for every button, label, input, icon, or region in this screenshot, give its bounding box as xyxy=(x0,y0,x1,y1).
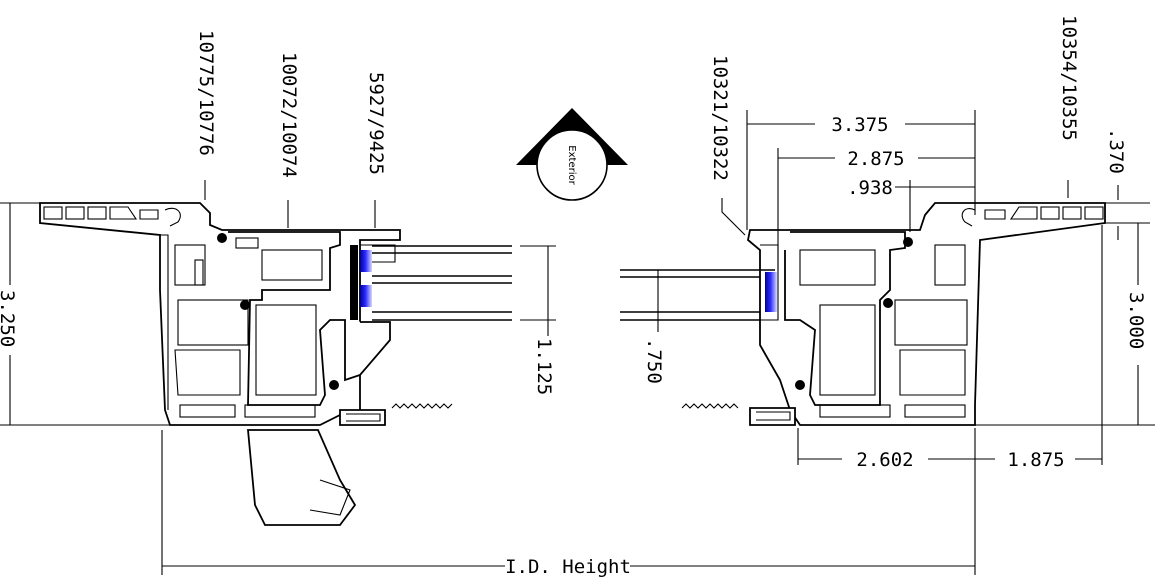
exterior-indicator: Exterior xyxy=(516,108,628,201)
part-number-right-sash: 10321/10322 xyxy=(709,55,731,181)
part-number-right-outer: 10354/10355 xyxy=(1058,15,1080,141)
dim-top-3375: 3.375 xyxy=(831,114,888,136)
dim-top-2875: 2.875 xyxy=(847,148,904,170)
dim-top-0370: .370 xyxy=(1105,128,1127,174)
dim-right-glass: .750 xyxy=(643,338,665,384)
dimension-lines: 3.250 1.125 .750 3.375 2.875 .938 .370 xyxy=(0,110,1155,578)
dim-right-height: 3.000 xyxy=(1125,292,1147,349)
exterior-label: Exterior xyxy=(566,145,577,185)
dim-bottom-1875: 1.875 xyxy=(1007,449,1064,471)
exterior-circle xyxy=(536,129,608,201)
dim-left-height: 3.250 xyxy=(0,290,18,347)
part-number-callouts: 10775/10776 10072/10074 5927/9425 10321/… xyxy=(195,15,1080,236)
dim-bottom-2602: 2.602 xyxy=(856,449,913,471)
dim-top-0938: .938 xyxy=(847,177,893,199)
dim-id-height: I.D. Height xyxy=(505,556,631,578)
right-frame-profile xyxy=(620,202,1106,426)
dim-glass-thickness: 1.125 xyxy=(533,338,555,395)
part-number-left-sash: 10072/10074 xyxy=(278,52,300,178)
left-frame-profile xyxy=(39,202,512,526)
part-number-left-outer: 10775/10776 xyxy=(195,30,217,156)
part-number-left-glazing: 5927/9425 xyxy=(365,72,387,175)
